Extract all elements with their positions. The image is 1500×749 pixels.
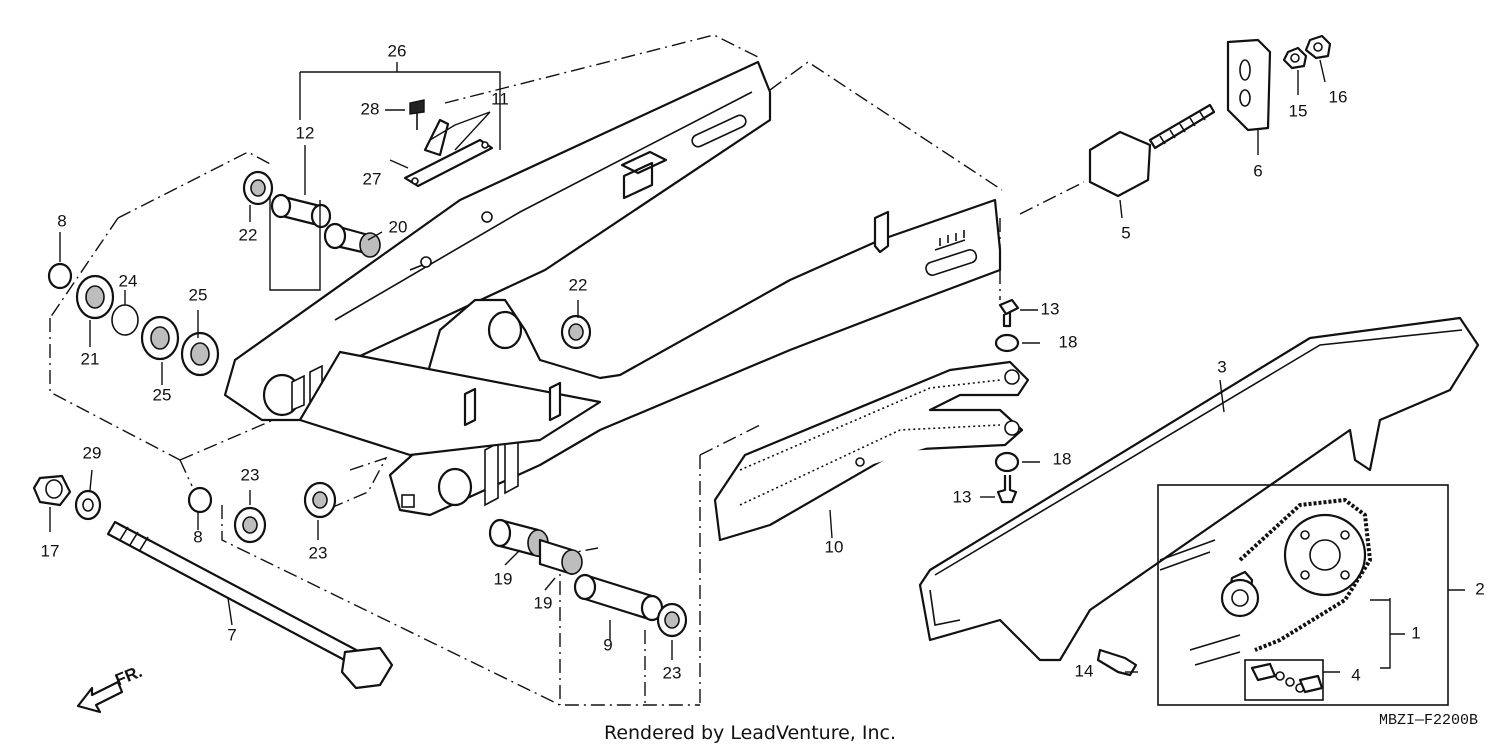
front-arrow-label: FR.: [112, 662, 145, 690]
callout-3: 3: [1217, 357, 1226, 376]
chain-adjuster: [1088, 34, 1332, 198]
callout-8-top: 8: [57, 211, 66, 230]
callout-6: 6: [1253, 161, 1262, 180]
callout-7: 7: [227, 625, 236, 644]
callout-1: 1: [1411, 623, 1420, 642]
chain-case: [918, 316, 1480, 662]
callout-11: 11: [491, 89, 509, 108]
callout-17: 17: [41, 541, 60, 560]
callout-22-right: 22: [569, 275, 588, 294]
swingarm: [223, 60, 1002, 517]
callouts: 1 2 3 4 5 6 7 8 8 9 10 11 12 13 13 14 15…: [41, 41, 1485, 684]
front-direction-arrow: FR.: [76, 662, 145, 714]
callout-24: 24: [119, 271, 138, 290]
diagram-code: MBZI—F2200B: [1379, 712, 1478, 729]
callout-26: 26: [388, 41, 407, 60]
callout-23-middle: 23: [309, 543, 328, 562]
callout-5: 5: [1121, 223, 1130, 242]
callout-23-left: 23: [241, 465, 260, 484]
callout-16: 16: [1329, 87, 1348, 106]
chain-guide-bracket: [403, 99, 494, 188]
callout-23-right: 23: [663, 663, 682, 682]
fasteners: [994, 298, 1138, 677]
callout-20: 20: [389, 217, 408, 236]
leader-lines: [49, 59, 1465, 673]
callout-13-bottom: 13: [953, 487, 972, 506]
callout-4: 4: [1351, 665, 1360, 684]
callout-19-left: 19: [494, 569, 513, 588]
guide-lines: [49, 34, 1085, 706]
callout-28: 28: [361, 99, 380, 118]
callout-9: 9: [603, 635, 612, 654]
callout-13-top: 13: [1041, 299, 1060, 318]
callout-14: 14: [1075, 661, 1094, 680]
callout-25-top: 25: [189, 285, 208, 304]
pivot-bolt: [32, 474, 394, 690]
callout-8-bottom: 8: [193, 527, 202, 546]
callout-12: 12: [296, 123, 315, 142]
callout-18-bottom: 18: [1053, 449, 1072, 468]
callout-21: 21: [81, 349, 100, 368]
callout-25-bottom: 25: [153, 385, 172, 404]
drive-chain-kit: [1157, 484, 1449, 706]
callout-19-right: 19: [534, 593, 553, 612]
callout-27: 27: [363, 169, 382, 188]
callout-18-top: 18: [1059, 332, 1078, 351]
credit-text: Rendered by LeadVenture, Inc.: [604, 722, 896, 744]
callout-29: 29: [83, 443, 102, 462]
callout-10: 10: [825, 537, 844, 556]
callout-2: 2: [1475, 579, 1484, 598]
chain-slider: [713, 360, 1030, 542]
pivot-bearings: [47, 170, 688, 638]
callout-15: 15: [1289, 101, 1308, 120]
callout-22-left: 22: [239, 225, 258, 244]
